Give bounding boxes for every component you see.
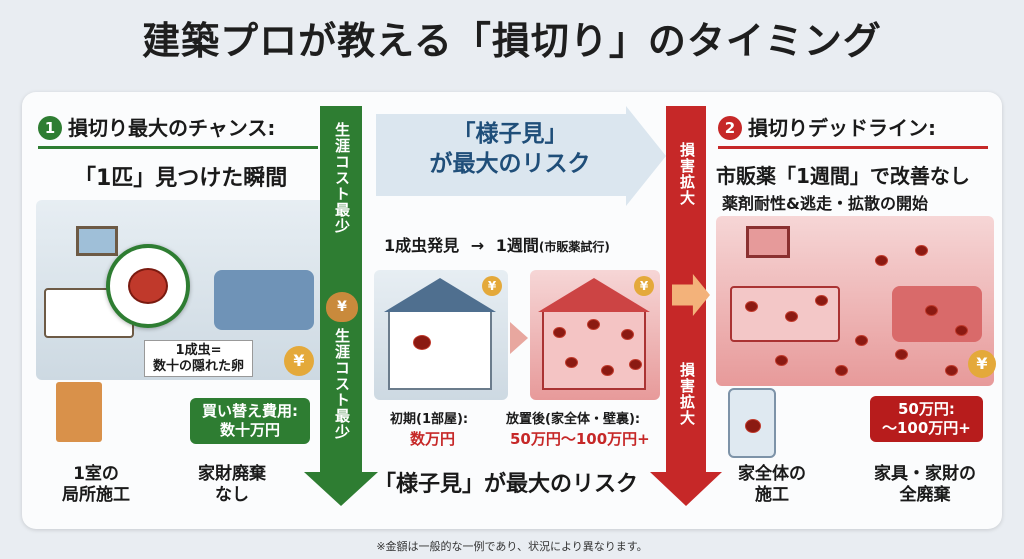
magnified-bug-icon	[106, 244, 190, 328]
egg-bubble: 1成虫= 数十の隠れた卵	[144, 340, 254, 378]
bedroom-illustration: 1成虫= 数十の隠れた卵	[36, 200, 326, 380]
yen-coin-icon: ¥	[284, 346, 314, 376]
left-divider	[38, 146, 318, 149]
left-subheading: 「1匹」見つけた瞬間	[74, 166, 288, 191]
house-right-cost: 50万円〜100万円+	[510, 430, 650, 448]
yen-coin-icon: ¥	[968, 350, 996, 378]
step-2-badge: 2	[718, 116, 742, 140]
shopping-bag-icon	[56, 382, 102, 442]
right-caption-full-disposal: 家具・家財の 全廃棄	[874, 464, 976, 506]
house-right-label: 放置後(家全体・壁裏):	[506, 412, 641, 427]
green-vertical-text-2: 生涯コスト最少	[333, 328, 351, 440]
house-roof-icon	[538, 278, 650, 312]
risk-arrow-head	[626, 106, 666, 206]
sofa-icon	[892, 286, 982, 342]
timeline-end-note: (市販薬試行)	[538, 240, 610, 254]
left-caption-no-disposal: 家財廃棄 なし	[198, 464, 266, 506]
red-arrow-head	[650, 472, 722, 506]
right-cost-tag: 50万円: 〜100万円+	[870, 396, 983, 442]
timeline-start-label: 1成虫発見	[384, 236, 460, 255]
bed-icon	[730, 286, 840, 342]
right-subheading: 市販薬「1週間」で改善なし	[716, 164, 970, 188]
green-vertical-arrow	[320, 106, 362, 476]
step-1-badge: 1	[38, 116, 62, 140]
right-subheading-2: 薬剤耐性&逃走・拡散の開始	[722, 194, 928, 213]
risk-arrow-body	[376, 114, 626, 196]
house-roof-icon	[384, 278, 496, 312]
sofa-icon	[214, 270, 314, 330]
right-divider	[718, 146, 988, 149]
left-heading-text: 損切り最大のチャンス:	[68, 116, 276, 140]
left-caption-local: 1室の 局所施工	[62, 464, 130, 506]
left-cost-tag: 買い替え費用: 数十万円	[190, 398, 310, 444]
timeline-start: 1成虫発見 → 1週間(市販薬試行)	[384, 232, 610, 256]
green-arrow-head	[304, 472, 378, 506]
right-heading-text: 損切りデッドライン:	[748, 116, 936, 140]
yen-coin-icon: ¥	[482, 276, 502, 296]
footnote: ※金額は一般的な一例であり、状況により異なります。	[376, 540, 648, 553]
money-bag-icon: ¥	[326, 292, 358, 322]
spread-arrow	[510, 322, 528, 354]
house-left-label: 初期(1部屋):	[390, 412, 469, 427]
spray-bottle-icon	[728, 388, 776, 458]
risk-arrow-text: 「様子見」 が最大のリスク	[429, 121, 591, 177]
right-caption-whole-house: 家全体の 施工	[738, 464, 806, 506]
house-early-icon	[388, 310, 492, 390]
house-early-illustration: ¥	[374, 270, 508, 400]
timeline-end-label: 1週間	[495, 236, 539, 255]
infested-bedroom-illustration	[716, 216, 994, 386]
bottom-risk-text: 「様子見」が最大のリスク	[374, 472, 639, 497]
house-left-cost: 数万円	[410, 430, 456, 448]
wall-picture-icon	[76, 226, 118, 256]
red-vertical-text-2: 損害拡大	[678, 362, 696, 426]
timeline-arrow: →	[470, 236, 485, 255]
house-infested-illustration: ¥	[530, 270, 660, 400]
wall-picture-icon	[746, 226, 790, 258]
red-vertical-text-1: 損害拡大	[678, 142, 696, 206]
green-vertical-text-1: 生涯コスト最少	[333, 122, 351, 234]
yen-coin-icon: ¥	[634, 276, 654, 296]
page-title: 建築プロが教える「損切り」のタイミング	[142, 19, 882, 63]
